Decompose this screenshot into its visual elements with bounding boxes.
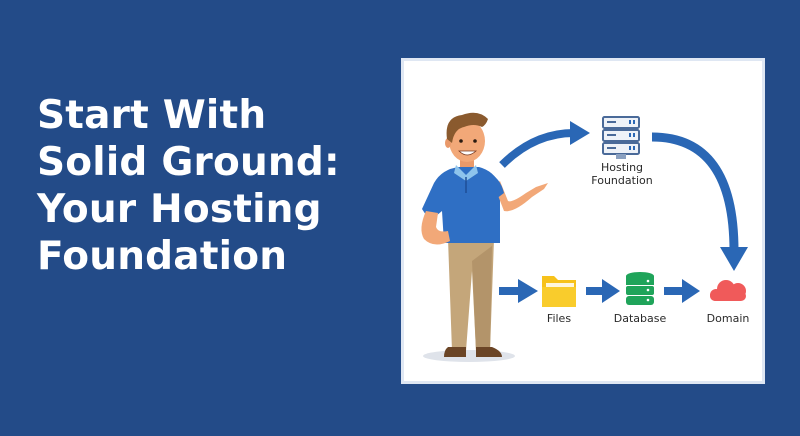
page-headline: Start With Solid Ground: Your Hosting Fo… bbox=[37, 92, 340, 280]
arrow-to-hosting bbox=[499, 129, 575, 168]
cloud-icon bbox=[710, 280, 746, 301]
hosting-foundation-label: Hosting Foundation bbox=[591, 161, 653, 187]
database-icon bbox=[626, 272, 654, 305]
hosting-diagram bbox=[421, 112, 748, 362]
arrow-to-database bbox=[586, 279, 620, 303]
arrow-to-domain bbox=[651, 132, 739, 252]
files-label: Files bbox=[546, 312, 572, 325]
server-rack-icon bbox=[602, 116, 640, 159]
folder-icon bbox=[542, 276, 576, 307]
arrow-to-domain-bottom bbox=[664, 279, 700, 303]
arrow-head-to-domain bbox=[720, 247, 748, 271]
database-label: Database bbox=[613, 312, 667, 325]
headline-line-1: Start With bbox=[37, 93, 267, 138]
domain-label: Domain bbox=[706, 312, 750, 325]
headline-line-3: Your Hosting bbox=[37, 187, 322, 232]
arrow-head-to-hosting bbox=[570, 121, 590, 145]
headline-line-2: Solid Ground: bbox=[37, 140, 340, 185]
illustration-panel: Hosting Foundation Files Database Domain bbox=[401, 58, 765, 384]
person-illustration bbox=[421, 112, 548, 357]
headline-line-4: Foundation bbox=[37, 234, 288, 279]
arrow-to-files bbox=[499, 279, 538, 303]
